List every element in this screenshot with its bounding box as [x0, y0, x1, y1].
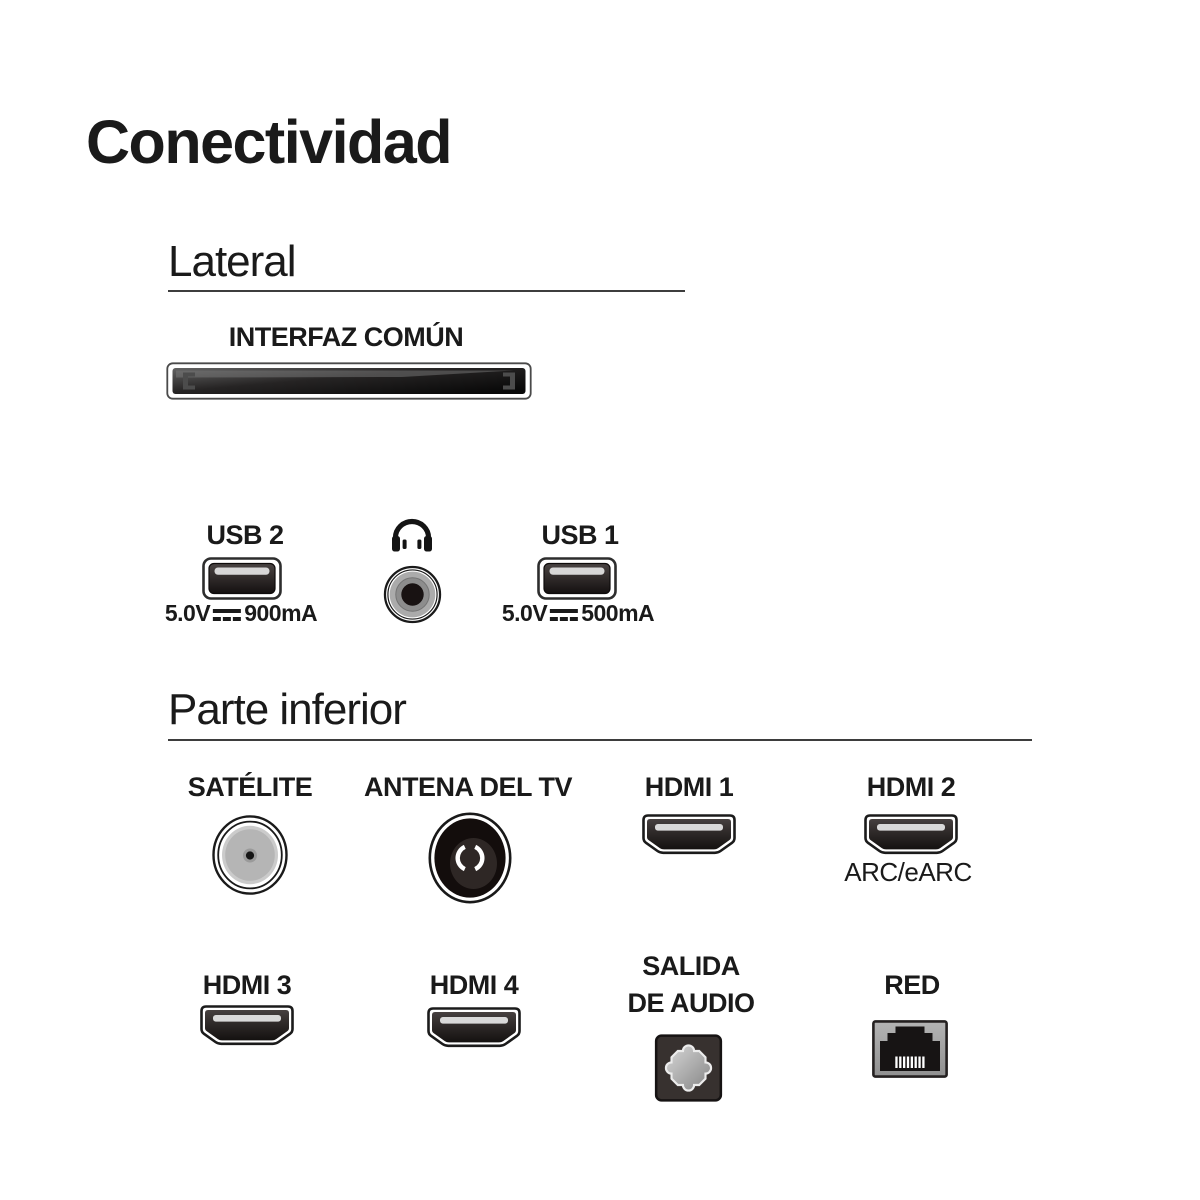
network-label: RED: [884, 970, 940, 1000]
common-interface-label: INTERFAZ COMÚN: [228, 322, 464, 352]
satellite-connector: [212, 814, 288, 896]
common-interface-slot: [166, 362, 532, 400]
antenna-connector: [428, 812, 512, 904]
antenna-label: ANTENA DEL TV: [363, 772, 573, 802]
hdmi4-port: [424, 1006, 524, 1052]
hdmi1-label: HDMI 1: [644, 772, 734, 802]
dc-symbol-icon: [213, 608, 242, 622]
audio-out-label-line1: SALIDA: [642, 951, 740, 981]
arc-earc-label: ARC/eARC: [844, 857, 972, 887]
usb1-label: USB 1: [541, 520, 619, 550]
usb1-port: [537, 557, 617, 600]
section-heading-lateral: Lateral: [168, 237, 297, 286]
audio-out-label-line2: DE AUDIO: [627, 988, 755, 1018]
lateral-section-rule: [168, 290, 685, 292]
usb1-voltage: 5.0V: [501, 600, 548, 626]
optical-audio-port: [654, 1034, 723, 1102]
usb2-label: USB 2: [206, 520, 284, 550]
headphone-jack-port: [383, 565, 442, 624]
section-heading-bottom: Parte inferior: [168, 685, 407, 734]
hdmi2-port: [861, 814, 961, 858]
satellite-label: SATÉLITE: [187, 772, 313, 802]
usb2-port: [202, 557, 282, 600]
bottom-section-rule: [168, 739, 1032, 741]
page-title: Conectividad: [86, 108, 453, 176]
ethernet-port: [872, 1020, 948, 1078]
headphones-icon: [390, 517, 434, 555]
hdmi4-label: HDMI 4: [429, 970, 519, 1000]
hdmi1-port: [639, 814, 739, 858]
dc-symbol-icon: [550, 608, 579, 622]
usb1-current: 500mA: [581, 600, 655, 626]
usb1-rating: 5.0V 500mA: [501, 600, 655, 626]
hdmi3-label: HDMI 3: [202, 970, 292, 1000]
hdmi2-label: HDMI 2: [866, 772, 956, 802]
hdmi3-port: [197, 1005, 297, 1049]
usb2-current: 900mA: [244, 600, 318, 626]
usb2-voltage: 5.0V: [164, 600, 211, 626]
usb2-rating: 5.0V 900mA: [164, 600, 318, 626]
